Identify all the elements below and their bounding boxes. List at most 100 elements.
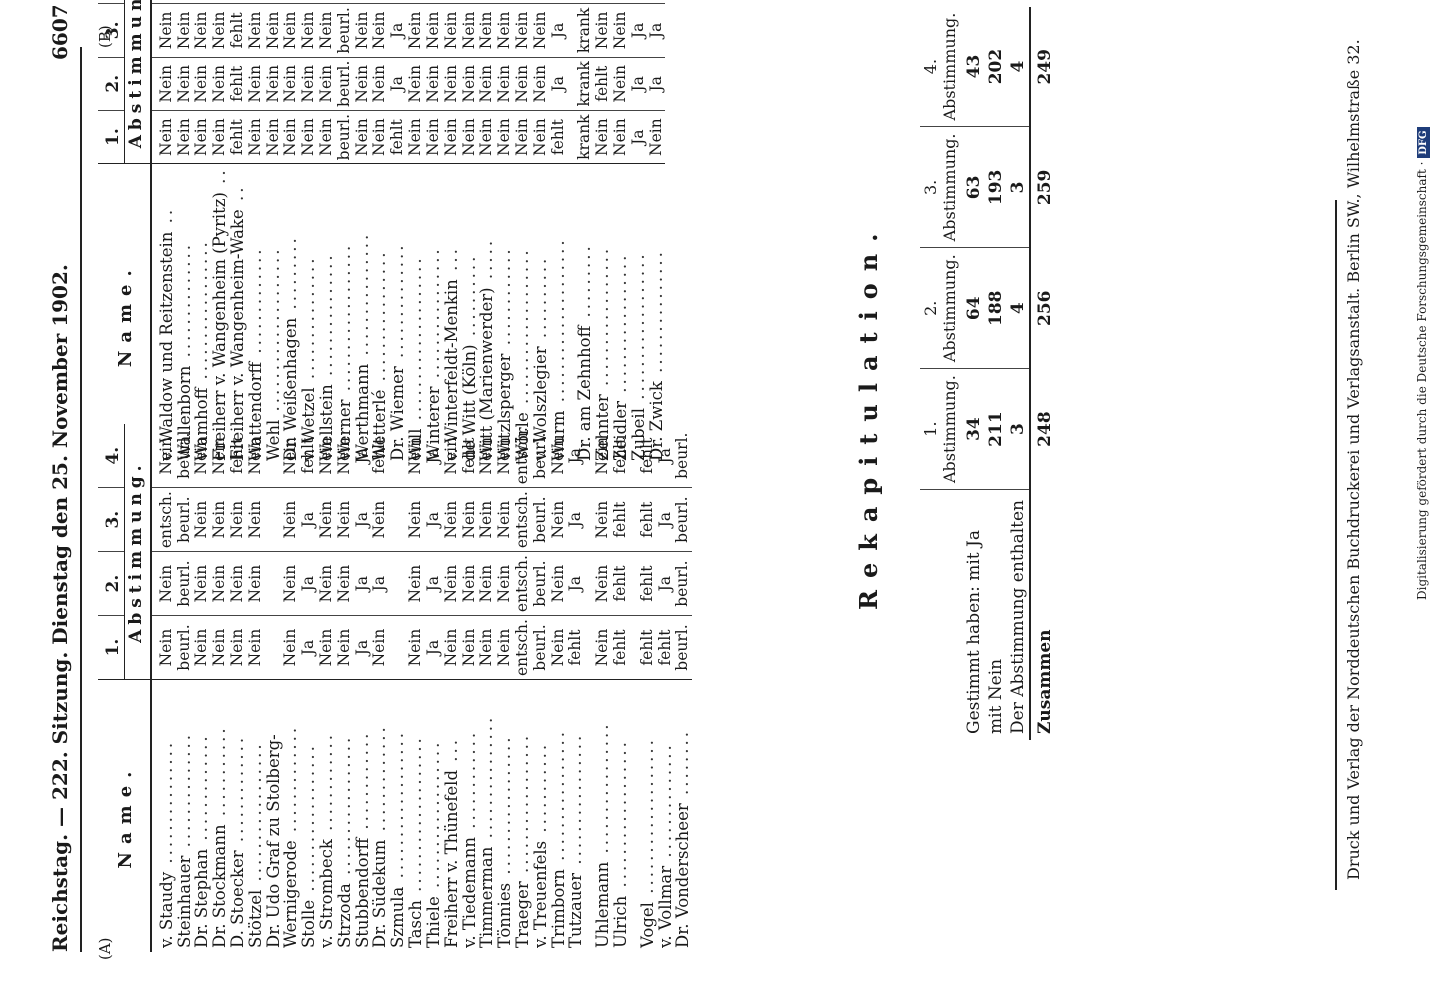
digitization-note: Digitalisierung gefördert durch die Deut… [1415,127,1430,600]
table-row: Werner ..................beurl.beurl.beu… [335,0,354,465]
vote-cell: Nein [354,0,372,4]
table-a-name-header: Name. [98,679,151,952]
vote-cell: Nein [281,487,301,552]
vote-cell: Nein [150,110,176,164]
member-name: Traeger ................. [513,679,532,952]
page-number: 6607 [48,4,72,60]
vote-cell: fehlt [593,57,613,111]
table-row: de Witt (Köln) ..........NeinNeinNeinNei… [460,0,479,465]
vote-cell: Nein [370,3,390,58]
vote-cell: Nein [192,551,212,616]
vote-cell: Nein [151,0,176,4]
vote-cell: Nein [531,3,550,58]
table-row: v. Wolszlegier ..........NeinNeinNeinNei… [531,0,550,465]
vote-cell: Nein [228,487,247,552]
vote-cell: Nein [460,487,479,552]
member-name: Dr. Udo Graf zu Stolberg- [264,679,283,952]
vote-cell: Nein [495,3,514,58]
vote-cell: fehlt [549,110,568,164]
member-name: v. Winterfeldt-Menkin ... [442,163,461,465]
member-name: Ulrich .................. [611,679,630,952]
vote-cell: Nein [317,487,336,552]
table-row: Dr. Vonderscheer ........beurl.beurl.beu… [673,424,693,952]
dfg-logo: DFG [1417,127,1430,158]
vote-cell: beurl. [335,57,354,111]
vote-cell: Nein [406,615,425,680]
member-name: v. Waldow und Reitzenstein .. [150,163,176,465]
vote-cell: Nein [611,57,630,111]
vote-cell: Nein [246,551,265,616]
member-name: Winterer ................ [424,163,443,465]
vote-cell: Nein [281,3,301,58]
vote-cell: Nein [281,615,301,680]
vote-cell: Nein [246,615,265,680]
vote-cell [389,551,408,616]
vote-cell: krank [575,110,595,164]
member-name: Werthmann ............... [353,163,372,465]
table-row: Traeger .................entsch.entsch.e… [513,424,532,952]
table-row: Witzlsperger ............NeinNeinNeinNei… [495,0,514,465]
vote-cell: Nein [210,551,229,616]
vote-cell: Nein [317,3,336,58]
printer-imprint: Druck und Verlag der Norddeutschen Buchd… [1344,39,1363,880]
vote-cell: Ja [656,487,675,552]
vote-cell: Ja [566,487,586,552]
recap-col-1: 1.Abstimmung. [920,368,964,490]
vote-cell: Ja [549,3,568,58]
vote-cell: beurl. [673,615,693,680]
vote-cell: Nein [594,0,612,4]
vote-cell: fehlt [611,551,630,616]
member-name: Witzlsperger ............ [495,163,514,465]
table-b-vote-label: Abstimmung. [124,0,151,164]
table-row: Will ....................NeinNeinNeinNei… [406,0,425,465]
vote-cell: krank [575,57,595,111]
member-name: Dr. Stockmann ........... [210,679,229,952]
vote-cell: Nein [495,487,514,552]
vote-cell: Ja [353,615,372,680]
vote-cell: Nein [513,110,532,164]
recap-col-3: 3.Abstimmung. [920,126,964,248]
vote-cell: fehlt [611,487,630,552]
recap-table: 1.Abstimmung. 2.Abstimmung. 3.Abstimmung… [920,6,1057,740]
vote-cell: Ja [629,110,648,164]
vote-cell: Nein [264,3,283,58]
vote-cell: Nein [514,0,532,4]
vote-cell: Nein [442,57,461,111]
recap-group-label: Gestimmt haben: [964,586,985,734]
vote-cell: Nein [210,615,229,680]
vote-cell: Nein [442,551,461,616]
vote-cell: beurl. [175,615,194,680]
vote-cell: Nein [442,487,461,552]
vote-cell: Nein [442,3,461,58]
vote-cell: Nein [460,615,479,680]
vote-cell: fehlt [638,615,657,680]
vote-cell: fehlt [638,487,657,552]
vote-cell: Nein [335,615,354,680]
vote-cell: Nein [335,551,354,616]
member-name: Stolle .................. [299,679,318,952]
vote-cell: Nein [549,487,568,552]
vote-cell: beurl. [175,487,194,552]
table-row: Dr. Udo Graf zu Stolberg- [264,424,283,952]
vote-cell [264,551,283,616]
recap-row-total: Zusammen 248 256 259 249 [1030,6,1057,740]
vote-cell: Nein [299,57,319,111]
vote-cell: Nein [495,551,514,616]
vote-cell: beurl. [175,551,194,616]
vote-cell: Nein [265,0,283,4]
vote-cell: Ja [388,3,408,58]
table-b-name-header: Name. [98,163,151,465]
vote-cell: Nein [549,615,568,680]
recap-row-enthalten: Der Abstimmung enthalten 3 4 3 4 [1007,6,1031,740]
vote-cell: Ja [370,551,390,616]
vote-cell: Nein [175,3,194,58]
vote-cell: Nein [477,615,497,680]
